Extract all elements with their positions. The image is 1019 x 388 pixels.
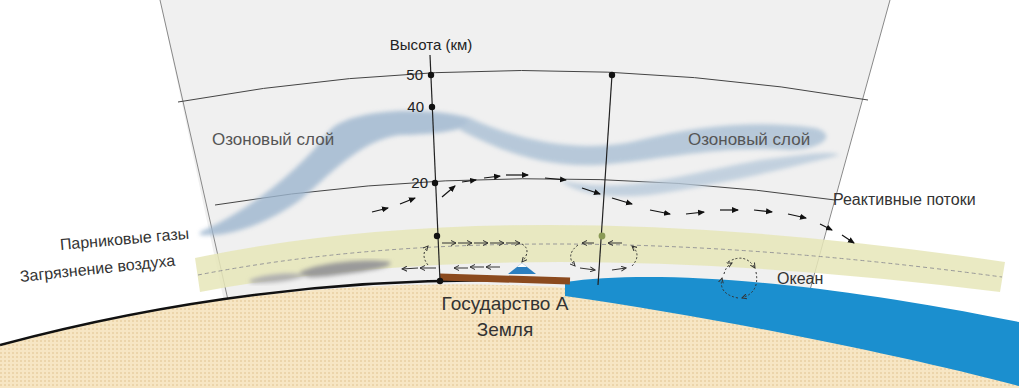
mountain bbox=[508, 263, 536, 274]
altitude-tick: 40 bbox=[407, 98, 424, 115]
altitude-tick: 50 bbox=[406, 66, 423, 83]
axis-title: Высота (км) bbox=[390, 36, 473, 53]
ozone-label: Озоновый слой bbox=[212, 130, 334, 150]
ocean-label: Океан bbox=[777, 270, 823, 288]
ozone-label: Озоновый слой bbox=[688, 130, 810, 150]
jet-stream-label: Реактивные потоки bbox=[833, 191, 976, 209]
earth-label: Земля bbox=[477, 319, 533, 341]
state-territory bbox=[440, 277, 570, 281]
ozone-band bbox=[200, 111, 840, 236]
greenhouse-label: Парниковые газы bbox=[59, 225, 190, 255]
circulation-arrows bbox=[402, 243, 757, 298]
ocean bbox=[565, 277, 1019, 386]
jet-stream-arrows bbox=[372, 175, 854, 243]
state-label: Государство А bbox=[442, 293, 569, 315]
pollution-label: Загрязнение воздуха bbox=[19, 252, 176, 287]
pollution-cloud bbox=[250, 260, 390, 283]
altitude-tick: 20 bbox=[411, 174, 428, 191]
